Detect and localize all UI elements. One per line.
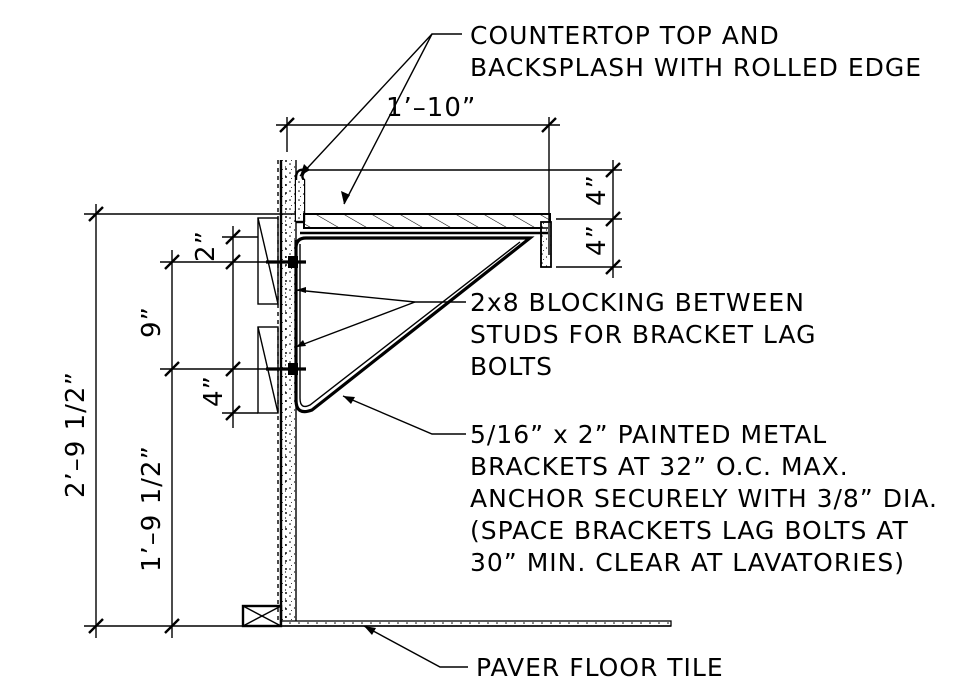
- note-brackets-line-2: BRACKETS AT 32” O.C. MAX.: [470, 452, 849, 481]
- leader-floor: [363, 625, 468, 668]
- dim-depth-label: 1’–10”: [386, 93, 476, 123]
- dim-apron-label: 4”: [582, 224, 612, 256]
- note-brackets-line-4: (SPACE BRACKETS LAG BOLTS AT: [470, 516, 909, 545]
- paver-floor-tile: [280, 620, 672, 627]
- wall-finish: [281, 160, 296, 625]
- note-brackets: 5/16” x 2” PAINTED METAL BRACKETS AT 32”…: [470, 420, 938, 577]
- dim-counter-height: 2’–9 1/2”: [61, 204, 296, 638]
- dim-upper-bolt-label: 2”: [191, 230, 221, 262]
- note-countertop: COUNTERTOP TOP AND BACKSPLASH WITH ROLLE…: [470, 21, 922, 82]
- dim-right: 4” 4”: [304, 160, 622, 278]
- leader-brackets: [342, 395, 466, 435]
- note-blocking-line-2: STUDS FOR BRACKET LAG: [470, 320, 816, 349]
- note-countertop-line-1: COUNTERTOP TOP AND: [470, 21, 780, 50]
- countertop-slab: [303, 213, 551, 229]
- dim-bolt-spacing-label: 9”: [137, 306, 167, 338]
- note-blocking-line-3: BOLTS: [470, 352, 553, 381]
- leader-blocking: [295, 287, 466, 348]
- dim-backsplash-label: 4”: [582, 174, 612, 206]
- note-floor-label: PAVER FLOOR TILE: [476, 653, 724, 682]
- dim-counter-height-label: 2’–9 1/2”: [61, 371, 91, 498]
- note-brackets-line-5: 30” MIN. CLEAR AT LAVATORIES): [470, 548, 905, 577]
- note-brackets-line-1: 5/16” x 2” PAINTED METAL: [470, 420, 827, 449]
- dim-depth: 1’–10”: [276, 93, 560, 255]
- base-blocking: [241, 604, 283, 628]
- dim-lower-bolt-label: 4”: [199, 375, 229, 407]
- dim-bracket-height-label: 1’–9 1/2”: [137, 445, 167, 572]
- note-blocking-line-1: 2x8 BLOCKING BETWEEN: [470, 288, 805, 317]
- note-floor: PAVER FLOOR TILE: [476, 653, 724, 682]
- dim-bolts: 2” 9” 4” 1’–9 1/2”: [137, 226, 266, 638]
- floor: [280, 620, 672, 627]
- note-blocking: 2x8 BLOCKING BETWEEN STUDS FOR BRACKET L…: [470, 288, 816, 381]
- wall-section: [277, 160, 297, 625]
- metal-bracket: [294, 227, 548, 414]
- note-countertop-line-2: BACKSPLASH WITH ROLLED EDGE: [470, 53, 922, 82]
- leader-countertop: [299, 33, 462, 205]
- note-brackets-line-3: ANCHOR SECURELY WITH 3/8” DIA.: [470, 484, 938, 513]
